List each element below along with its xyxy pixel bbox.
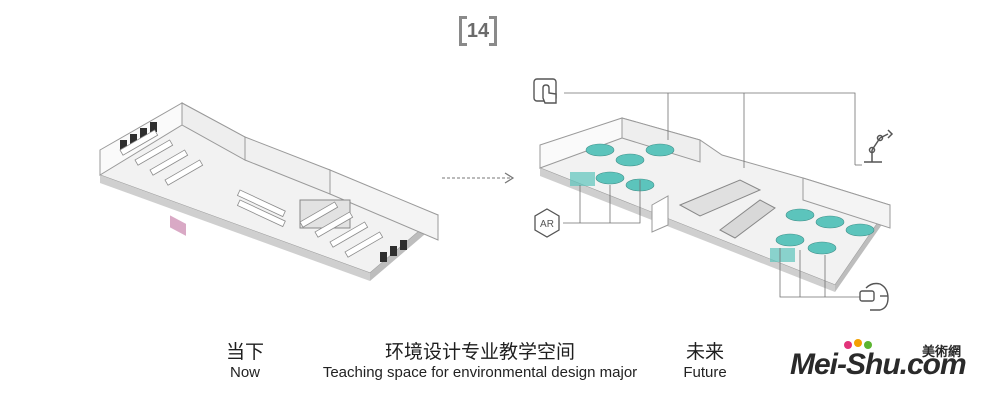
watermark-logo: Mei-Shu.com 美術網	[790, 338, 990, 388]
transition-arrow	[442, 172, 515, 184]
figure-number: 14	[459, 16, 497, 46]
flower-logo-icon	[844, 339, 872, 349]
title-zh: 环境设计专业教学空间	[384, 341, 575, 363]
figure-title: 环境设计专业教学空间 Teaching space for environmen…	[300, 340, 660, 382]
diagram-canvas: AR	[99, 78, 894, 311]
future-classroom-drawing	[538, 117, 891, 292]
ar-icon: AR	[534, 208, 560, 238]
watermark-brand-zh: 美術網	[922, 345, 962, 360]
current-classroom-drawing	[99, 102, 439, 281]
ar-icon-label: AR	[540, 219, 554, 230]
icon-leader-lines	[563, 92, 862, 298]
now-label-zh: 当下	[225, 341, 264, 363]
now-label-en: Now	[229, 364, 260, 381]
now-caption: 当下 Now	[200, 340, 290, 382]
watermark-brand: Mei-Shu.com	[790, 348, 967, 381]
future-label-en: Future	[683, 364, 727, 381]
future-label-zh: 未来	[685, 341, 724, 363]
vr-headset-icon	[859, 282, 889, 311]
robot-arm-icon	[864, 129, 894, 163]
future-caption: 未来 Future	[660, 340, 750, 382]
touch-screen-icon	[533, 78, 557, 104]
title-en: Teaching space for environmental design …	[322, 364, 638, 381]
